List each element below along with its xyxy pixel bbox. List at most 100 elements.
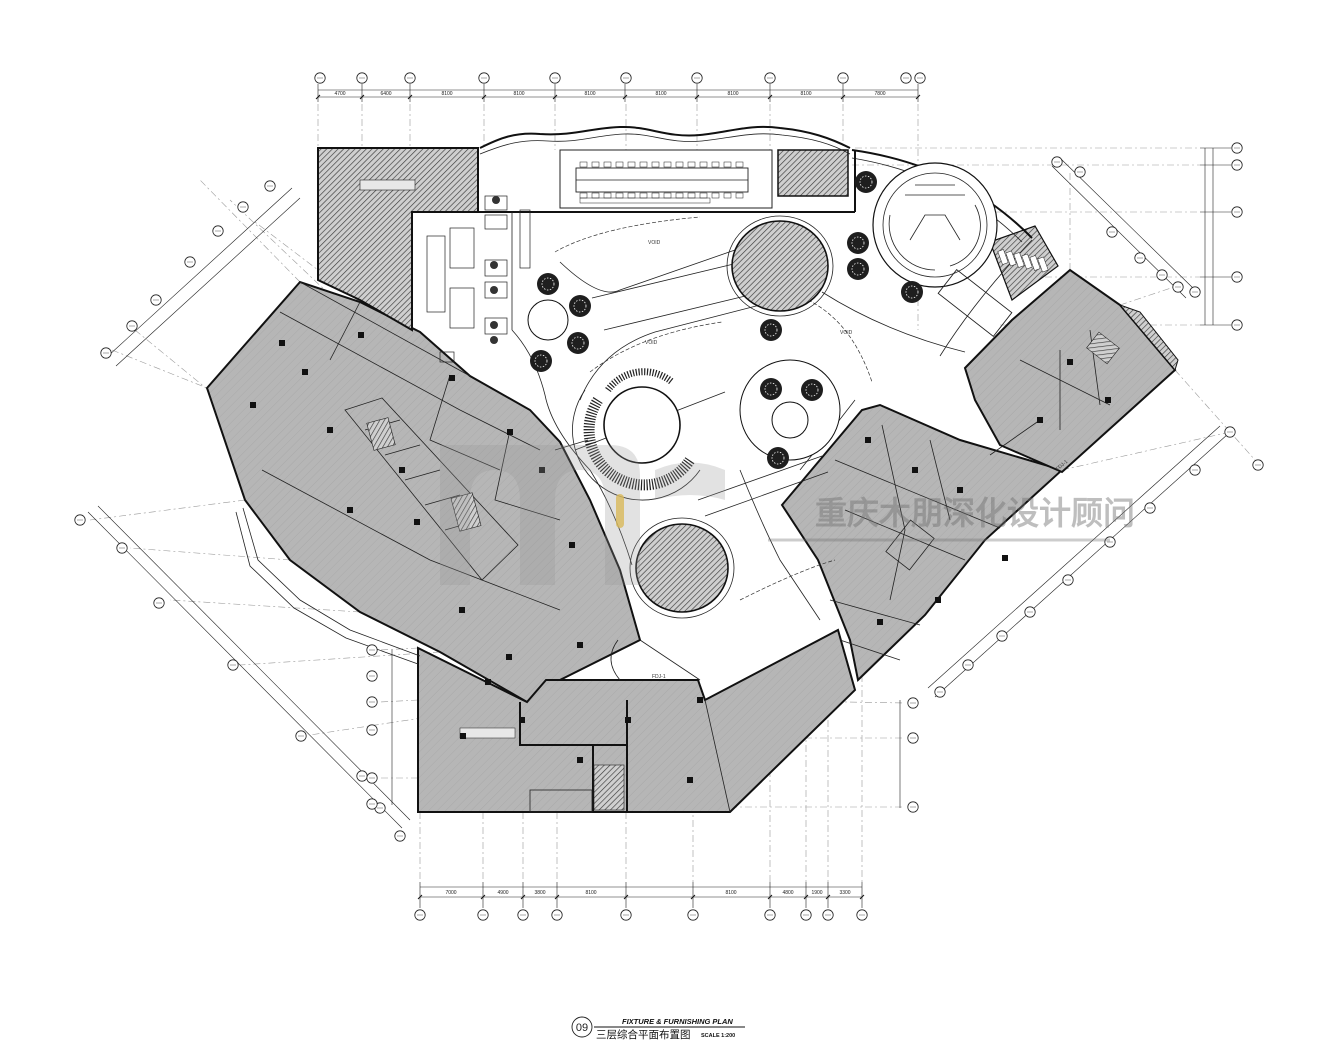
dim-top-8: 8100 (800, 91, 811, 97)
tenant-areas (205, 268, 1177, 813)
chair (723, 192, 732, 199)
chair (615, 192, 624, 199)
column (625, 717, 631, 723)
void-label-top: VOID (648, 240, 661, 246)
tree-planter-icon (847, 232, 869, 254)
structural-columns (250, 332, 1111, 783)
void-label-middle: VOID (645, 340, 658, 346)
dim-top-3: 8100 (441, 91, 452, 97)
desk (426, 235, 446, 313)
void-boundary-right (807, 299, 873, 383)
chair (490, 321, 498, 329)
grid-line (239, 651, 441, 666)
tree-planter-icon (767, 447, 789, 469)
drawing-number: 09 (576, 1022, 588, 1034)
chair (735, 192, 744, 199)
yellow-highlight (616, 494, 624, 528)
tree-planter-icon (567, 332, 589, 354)
toilet-stall (1029, 255, 1041, 271)
dim-top-6: 8100 (655, 91, 666, 97)
column (506, 654, 512, 660)
column (485, 679, 491, 685)
chair (615, 161, 624, 168)
tree-canopy-mark (573, 299, 587, 313)
column (1067, 359, 1073, 365)
right-core-stair (1086, 331, 1120, 365)
tree-canopy-mark (771, 451, 785, 465)
void-boundary-middle (589, 321, 723, 373)
planters (530, 171, 923, 469)
column (460, 733, 466, 739)
watermark-company-name: 重庆木朋深化设计顾问 (815, 494, 1135, 532)
tree-planter-icon (537, 273, 559, 295)
dimension-tick (803, 894, 809, 900)
dimension-tick (767, 94, 773, 100)
tree-planter-icon (901, 281, 923, 303)
dimension-tick (694, 94, 700, 100)
column (912, 467, 918, 473)
chair (639, 192, 648, 199)
tree-canopy-mark (534, 354, 548, 368)
desk (484, 317, 508, 335)
dimension-lines: 4700 6400 8100 8100 8100 8100 8100 8100 … (87, 84, 1231, 908)
grid-line (254, 221, 361, 303)
left-curtain-wall (242, 507, 421, 657)
desk (484, 259, 508, 277)
column (507, 429, 513, 435)
restroom-block (989, 225, 1059, 301)
column (459, 607, 465, 613)
dimension-tick (481, 94, 487, 100)
bottom-stair (529, 789, 593, 813)
grid-line (379, 647, 419, 651)
right-wing-stair (885, 519, 935, 571)
right-kiosk (771, 401, 809, 439)
watermark-logo (440, 445, 640, 585)
dim-top-9: 7800 (874, 91, 885, 97)
column (327, 427, 333, 433)
column (347, 507, 353, 513)
tree-planter-icon (760, 319, 782, 341)
chair (591, 192, 600, 199)
grid-line (169, 599, 361, 613)
chair (579, 161, 588, 168)
watermark: 重庆木朋深化设计顾问 (440, 445, 1135, 585)
chair (490, 286, 498, 294)
void-boundary-bottom (739, 559, 836, 601)
column (250, 402, 256, 408)
dimension-tick (915, 94, 921, 100)
column (957, 487, 963, 493)
dimension-tick (859, 894, 865, 900)
top-function-room (559, 149, 773, 209)
construction-grid-lines (89, 104, 1256, 882)
dim-top-4: 8100 (513, 91, 524, 97)
dim-top-1: 4700 (334, 91, 345, 97)
dim-bottom-4: 8100 (585, 890, 596, 896)
dimension-tick (552, 94, 558, 100)
column (449, 375, 455, 381)
drawing-scale: SCALE 1:200 (701, 1033, 735, 1039)
dim-bottom-2: 4900 (497, 890, 508, 896)
grid-line (229, 199, 331, 296)
chair (699, 192, 708, 199)
desk (519, 209, 531, 269)
grid-line (89, 499, 246, 521)
bottom-void-blob (635, 523, 729, 613)
chair (723, 161, 732, 168)
dimension-tick (417, 894, 423, 900)
column (697, 697, 703, 703)
desk (484, 281, 508, 299)
left-core-stair-2 (450, 492, 482, 532)
chair (687, 161, 696, 168)
tree-canopy-mark (859, 175, 873, 189)
top-right-service-block (777, 149, 849, 197)
restroom-fixtures (997, 249, 1049, 273)
chair (603, 192, 612, 199)
tree-planter-icon (530, 350, 552, 372)
column (1105, 397, 1111, 403)
grid-axis-bubbles (74, 72, 1264, 921)
chair (699, 161, 708, 168)
dimension-tick (623, 894, 629, 900)
chair (675, 192, 684, 199)
drawing-title-en: FIXTURE & FURNISHING PLAN (622, 1017, 733, 1026)
column (577, 757, 583, 763)
